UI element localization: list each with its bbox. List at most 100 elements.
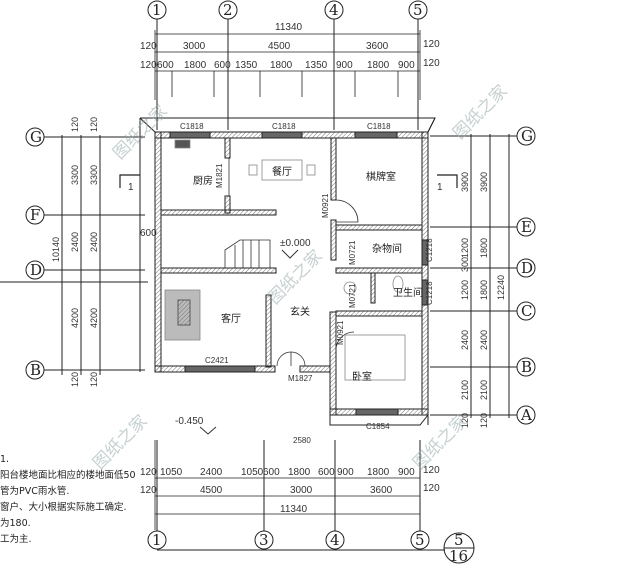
svg-text:2: 2	[223, 1, 233, 19]
svg-text:120: 120	[70, 117, 80, 132]
svg-text:3000: 3000	[183, 41, 206, 52]
left-axis-bubbles	[0, 127, 148, 380]
right-dimension-text: 12240 3900 1200 300 1200 2400 2100 120 3…	[460, 172, 506, 428]
svg-text:2400: 2400	[89, 232, 99, 252]
svg-text:1050: 1050	[160, 467, 183, 478]
note-line: 为180.	[0, 518, 31, 529]
svg-text:120: 120	[140, 41, 157, 52]
left-axis-labels: G F D B	[30, 128, 42, 379]
svg-text:4500: 4500	[268, 41, 291, 52]
svg-text:M0721: M0721	[348, 240, 357, 265]
left-dimension-text: 10140 120 3300 2400 4200 120 120 3300 24…	[51, 117, 157, 387]
level-marks: ±0.000 -0.450	[175, 238, 311, 435]
svg-text:5: 5	[413, 1, 423, 19]
svg-text:1800: 1800	[367, 467, 390, 478]
svg-text:M0921: M0921	[321, 193, 330, 218]
svg-text:120: 120	[140, 485, 157, 496]
svg-text:900: 900	[398, 467, 415, 478]
svg-text:F: F	[30, 206, 40, 224]
svg-text:C1218: C1218	[425, 238, 434, 262]
svg-text:1800: 1800	[479, 280, 489, 300]
top-axis-labels: 1 2 4 5	[152, 1, 423, 19]
bottom-dimension-text: 120 1050 2400 1050 600 1800 600 900 1800…	[140, 436, 440, 515]
svg-text:E: E	[521, 218, 532, 236]
svg-text:4: 4	[329, 1, 339, 19]
room-labels: 厨房 餐厅 棋牌室 杂物间 卫生间 客厅 玄关 卧室	[193, 165, 423, 383]
svg-text:B: B	[521, 358, 532, 376]
svg-text:3: 3	[259, 531, 269, 549]
svg-text:3300: 3300	[70, 165, 80, 185]
svg-text:4200: 4200	[70, 308, 80, 328]
room-dining: 餐厅	[272, 165, 292, 178]
note-line: 窗户、大小根据实际施工确定.	[0, 502, 127, 513]
svg-text:4: 4	[330, 531, 340, 549]
svg-text:C1218: C1218	[425, 281, 434, 305]
svg-text:3600: 3600	[370, 485, 393, 496]
svg-text:1800: 1800	[270, 60, 293, 71]
svg-text:11340: 11340	[280, 504, 308, 515]
svg-text:120: 120	[89, 117, 99, 132]
svg-text:A: A	[520, 406, 532, 424]
svg-text:1350: 1350	[235, 60, 258, 71]
room-storage: 杂物间	[372, 242, 402, 255]
svg-text:M0721: M0721	[348, 283, 357, 308]
top-dimension-text: 11340 120 3000 4500 3600 120 120 600 180…	[140, 22, 440, 71]
svg-text:3000: 3000	[290, 485, 313, 496]
svg-text:图纸之家: 图纸之家	[409, 411, 471, 473]
outside-level: -0.450	[175, 416, 204, 427]
sheet-ref-top: 5	[454, 531, 464, 549]
svg-text:3900: 3900	[479, 172, 489, 192]
svg-text:D: D	[521, 259, 533, 277]
right-axis-bubbles	[430, 126, 536, 425]
svg-text:300: 300	[460, 257, 470, 272]
svg-text:B: B	[30, 361, 41, 379]
note-line: 阳台楼地面比相应的楼地面低50.	[0, 470, 135, 481]
svg-text:600: 600	[157, 60, 174, 71]
note-line: 工为主.	[0, 534, 32, 545]
svg-text:G: G	[30, 128, 42, 146]
svg-text:1800: 1800	[288, 467, 311, 478]
design-notes: 1. 阳台楼地面比相应的楼地面低50. 管为PVC雨水管. 窗户、大小根据实际施…	[0, 452, 135, 548]
svg-text:2100: 2100	[479, 380, 489, 400]
right-axis-labels: G E D C B A	[520, 127, 533, 424]
svg-text:12240: 12240	[496, 275, 506, 300]
section-marks	[119, 174, 458, 188]
sheet-ref-bottom: 16	[449, 547, 468, 565]
staircase	[224, 239, 271, 268]
svg-text:900: 900	[337, 467, 354, 478]
note-line: 管为PVC雨水管.	[0, 486, 70, 497]
svg-text:10140: 10140	[51, 237, 61, 262]
svg-text:3300: 3300	[89, 165, 99, 185]
room-bathroom: 卫生间	[393, 286, 423, 299]
svg-text:1200: 1200	[460, 238, 470, 258]
svg-text:M1821: M1821	[215, 163, 224, 188]
svg-text:120: 120	[423, 465, 440, 476]
svg-text:C1818: C1818	[180, 122, 204, 131]
svg-text:1: 1	[152, 1, 162, 19]
svg-text:900: 900	[398, 60, 415, 71]
room-mahjong: 棋牌室	[366, 170, 396, 183]
svg-text:120: 120	[423, 58, 440, 69]
svg-text:1800: 1800	[479, 238, 489, 258]
bottom-axis-labels: 1 3 4 5 5 16	[152, 531, 468, 565]
svg-text:600: 600	[318, 467, 335, 478]
svg-text:600: 600	[214, 60, 231, 71]
svg-text:120: 120	[140, 60, 157, 71]
room-living: 客厅	[221, 312, 241, 325]
svg-text:C1818: C1818	[367, 122, 391, 131]
svg-text:1350: 1350	[305, 60, 328, 71]
svg-text:120: 120	[479, 413, 489, 428]
floor-level: ±0.000	[280, 238, 311, 249]
svg-text:图纸之家: 图纸之家	[264, 246, 326, 308]
svg-text:600: 600	[263, 467, 280, 478]
bottom-axis-bubbles	[147, 440, 475, 564]
svg-text:5: 5	[415, 531, 425, 549]
svg-text:2100: 2100	[460, 380, 470, 400]
svg-text:1: 1	[152, 531, 162, 549]
svg-text:120: 120	[140, 467, 157, 478]
building-walls	[139, 117, 436, 426]
svg-text:C1854: C1854	[366, 422, 390, 431]
svg-text:1800: 1800	[184, 60, 207, 71]
svg-text:2400: 2400	[479, 330, 489, 350]
